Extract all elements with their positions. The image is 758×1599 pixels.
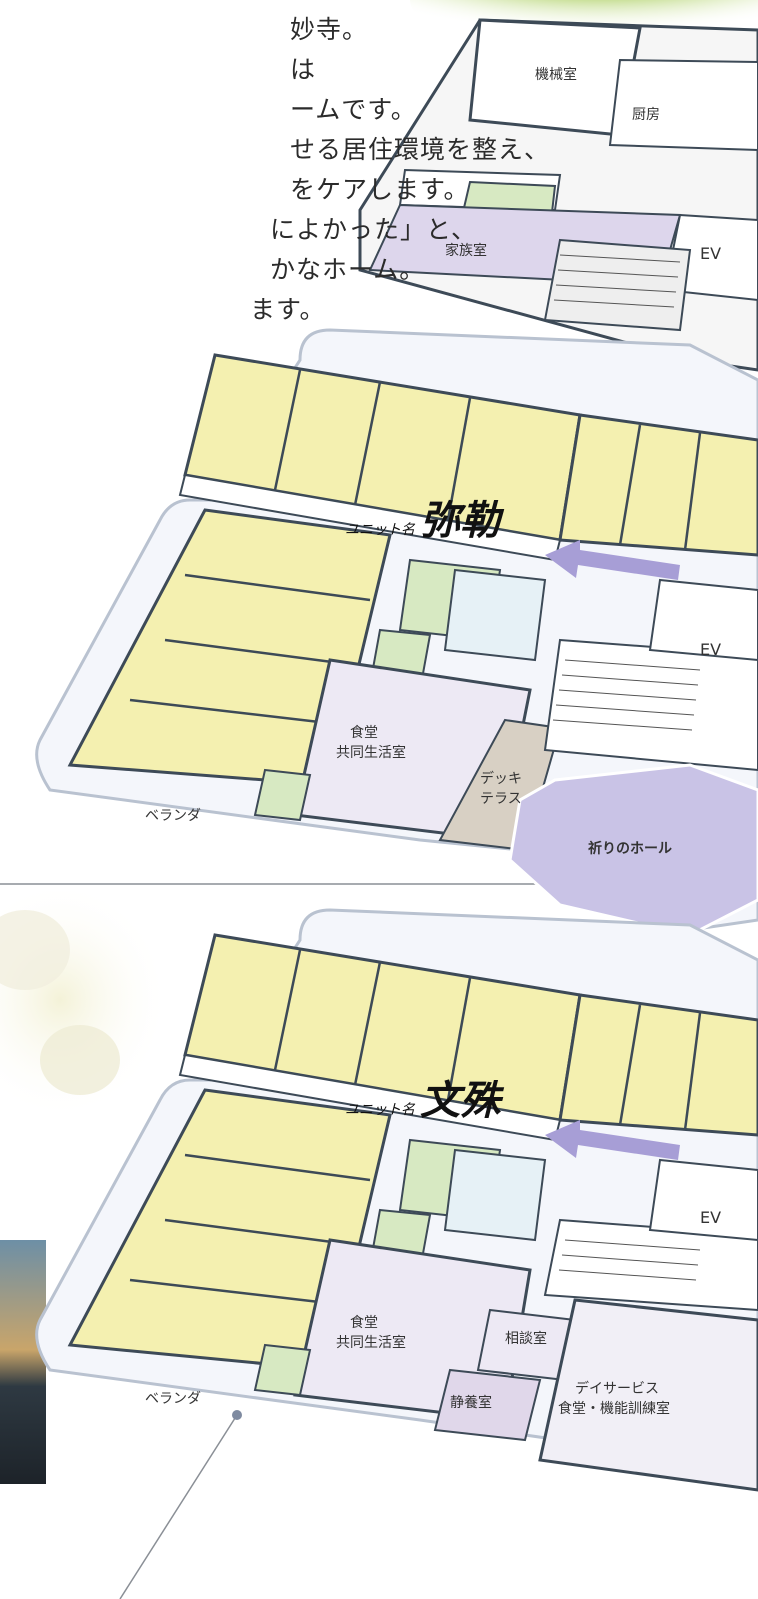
room-common-living: 共同生活室 [336, 1335, 406, 1351]
room-day-dining-training: 食堂・機能訓練室 [558, 1401, 670, 1417]
unit-name: 弥勒 [420, 497, 501, 544]
intro-line: せる居住環境を整え、 [290, 135, 551, 164]
unit-label-miroku: ユニット名 弥勒 [345, 488, 500, 546]
floor-plan-top [358, 18, 758, 372]
room-dining: 食堂 [350, 725, 378, 741]
room-rest: 静養室 [450, 1395, 492, 1411]
intro-line: ームです。 [290, 95, 417, 124]
direction-arrow [545, 540, 680, 580]
room-ev: EV [700, 640, 722, 659]
intro-line: かなホーム。 [270, 255, 426, 284]
direction-arrow [545, 1120, 680, 1160]
veranda-label: ベランダ [145, 808, 201, 824]
photo-thumbnail [0, 1240, 46, 1484]
unit-prefix: ユニット名 [345, 1102, 415, 1118]
room-family: 家族室 [445, 243, 487, 259]
room-deck: デッキ [480, 771, 522, 787]
room-kitchen: 厨房 [632, 107, 660, 123]
room-common-living: 共同生活室 [336, 745, 406, 761]
intro-line: をケアします。 [290, 175, 470, 204]
room-terrace: テラス [480, 791, 522, 807]
floor-plan-middle [35, 328, 758, 937]
room-prayer-hall: 祈りのホール [588, 841, 672, 857]
intro-text: 妙寺。 は ームです。 せる居住環境を整え、 をケアします。 によかった」と、 … [120, 10, 551, 330]
intro-line: は [290, 55, 317, 84]
floor-plan-bottom [35, 908, 758, 1492]
intro-line: によかった」と、 [270, 215, 478, 244]
intro-line: 妙寺。 [290, 15, 369, 44]
room-day-service: デイサービス [575, 1381, 659, 1397]
unit-name: 文殊 [420, 1077, 501, 1124]
unit-label-monju: ユニット名 文殊 [345, 1068, 500, 1126]
room-consult: 相談室 [505, 1331, 547, 1347]
room-machine: 機械室 [535, 67, 577, 83]
room-ev: EV [700, 1208, 722, 1227]
intro-line: ます。 [250, 295, 326, 324]
veranda-label: ベランダ [145, 1391, 201, 1407]
room-dining: 食堂 [350, 1315, 378, 1331]
room-ev: EV [700, 244, 722, 263]
unit-prefix: ユニット名 [345, 522, 415, 538]
